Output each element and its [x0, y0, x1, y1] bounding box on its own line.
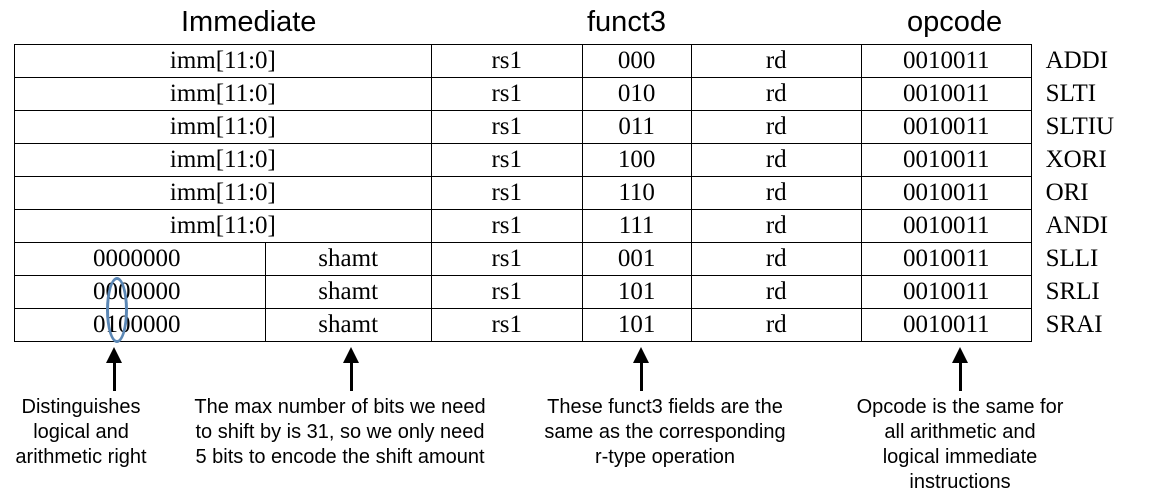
funct3-field: 101	[581, 308, 692, 342]
mnemonic-label: ORI	[1045, 179, 1089, 206]
rd-field: rd	[690, 209, 862, 243]
note-opcode: Opcode is the same for all arithmetic an…	[856, 396, 1064, 493]
funct3-field: 111	[581, 209, 692, 243]
rs1-field: rs1	[430, 110, 583, 144]
mnemonic-label: SLTI	[1045, 80, 1097, 107]
shamt-field: shamt	[264, 308, 432, 342]
opcode-field: 0010011	[860, 77, 1032, 111]
funct3-field: 100	[581, 143, 692, 177]
mnemonic-label: SLTIU	[1045, 113, 1115, 140]
header-immediate: Immediate	[181, 6, 317, 38]
opcode-field: 0010011	[860, 242, 1032, 276]
opcode-field: 0010011	[860, 275, 1032, 309]
up-arrow-icon	[343, 347, 359, 391]
opcode-field: 0010011	[860, 308, 1032, 342]
up-arrow-icon	[633, 347, 649, 391]
mnemonic-label: XORI	[1045, 146, 1107, 173]
rd-field: rd	[690, 143, 862, 177]
rs1-field: rs1	[430, 176, 583, 210]
funct3-field: 001	[581, 242, 692, 276]
imm-upper-field: 0100000	[14, 308, 266, 342]
rd-field: rd	[690, 242, 862, 276]
rs1-field: rs1	[430, 209, 583, 243]
rd-field: rd	[690, 77, 862, 111]
mnemonic-label: SLLI	[1045, 245, 1099, 272]
opcode-field: 0010011	[860, 110, 1032, 144]
funct3-field: 000	[581, 44, 692, 78]
funct3-field: 101	[581, 275, 692, 309]
opcode-field: 0010011	[860, 44, 1032, 78]
imm-field: imm[11:0]	[14, 209, 432, 243]
shamt-field: shamt	[264, 275, 432, 309]
rs1-field: rs1	[430, 275, 583, 309]
mnemonic-label: SRLI	[1045, 278, 1100, 305]
rd-field: rd	[690, 275, 862, 309]
rs1-field: rs1	[430, 143, 583, 177]
header-funct3: funct3	[587, 6, 666, 38]
note-funct3: These funct3 fields are the same as the …	[544, 396, 786, 468]
rs1-field: rs1	[430, 77, 583, 111]
imm-field: imm[11:0]	[14, 110, 432, 144]
imm-field: imm[11:0]	[14, 176, 432, 210]
bit-30-highlight-oval	[106, 277, 128, 343]
imm-field: imm[11:0]	[14, 77, 432, 111]
rd-field: rd	[690, 110, 862, 144]
rs1-field: rs1	[430, 44, 583, 78]
header-opcode: opcode	[907, 6, 1003, 38]
imm-upper-field: 0000000	[14, 242, 266, 276]
up-arrow-icon	[952, 347, 968, 391]
imm-field: imm[11:0]	[14, 44, 432, 78]
opcode-field: 0010011	[860, 143, 1032, 177]
imm-upper-field: 0000000	[14, 275, 266, 309]
mnemonic-label: SRAI	[1045, 311, 1103, 338]
mnemonic-label: ANDI	[1045, 212, 1109, 239]
imm-field: imm[11:0]	[14, 143, 432, 177]
up-arrow-icon	[106, 347, 122, 391]
shamt-field: shamt	[264, 242, 432, 276]
note-shamt: The max number of bits we need to shift …	[194, 396, 486, 468]
rs1-field: rs1	[430, 242, 583, 276]
opcode-field: 0010011	[860, 176, 1032, 210]
rd-field: rd	[690, 176, 862, 210]
funct3-field: 110	[581, 176, 692, 210]
rd-field: rd	[690, 44, 862, 78]
opcode-field: 0010011	[860, 209, 1032, 243]
mnemonic-label: ADDI	[1045, 47, 1109, 74]
note-logical-arithmetic: Distinguishes logical and arithmetic rig…	[15, 396, 147, 468]
funct3-field: 010	[581, 77, 692, 111]
rs1-field: rs1	[430, 308, 583, 342]
rd-field: rd	[690, 308, 862, 342]
funct3-field: 011	[581, 110, 692, 144]
